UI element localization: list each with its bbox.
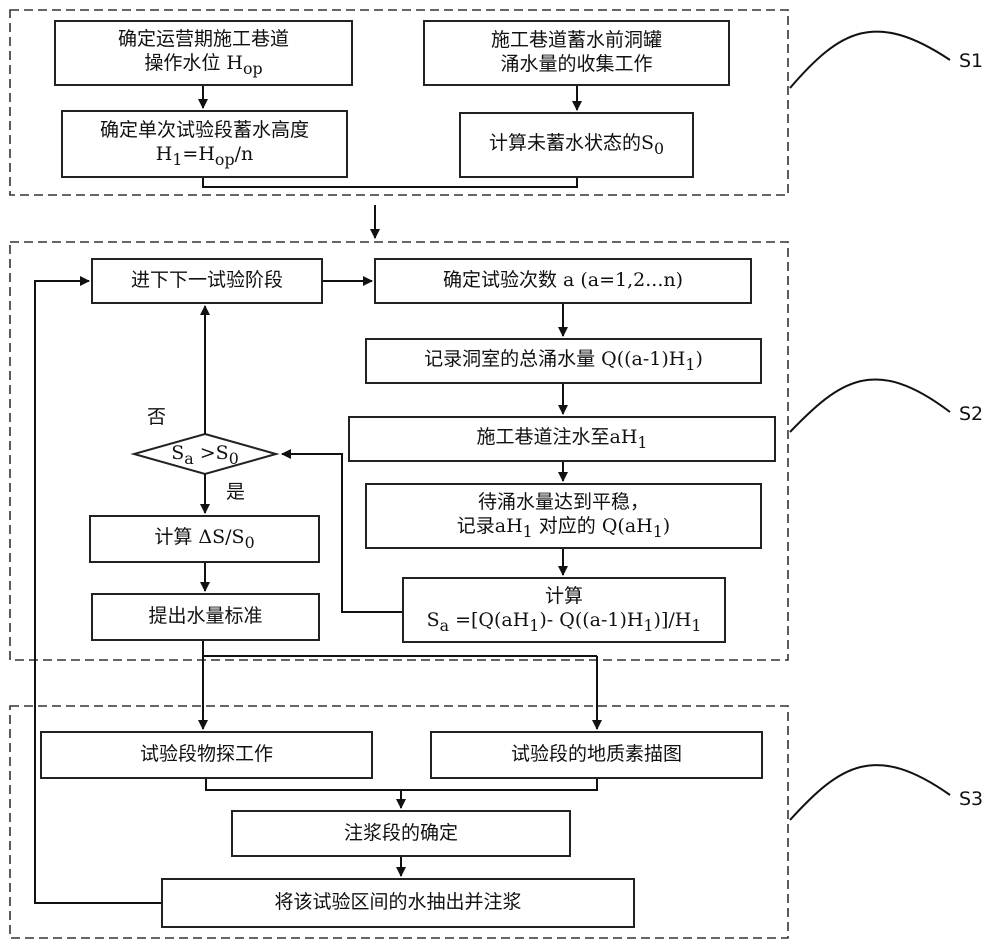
box-text-line: 确定单次试验段蓄水高度	[100, 119, 309, 143]
box-text-line: 提出水量标准	[148, 605, 262, 629]
box-text-line: Sa =[Q(aH1)- Q((a-1)H1)]/H1	[427, 609, 702, 636]
box-single-height: 确定单次试验段蓄水高度H1=Hop/n	[61, 110, 348, 178]
box-text-line: 注浆段的确定	[344, 822, 458, 846]
box-geology: 试验段的地质素描图	[430, 731, 763, 779]
box-text-line: 将该试验区间的水抽出并注浆	[274, 891, 521, 915]
box-text-line: 试验段的地质素描图	[511, 743, 682, 767]
box-calc-delta: 计算 ΔS/S0	[89, 515, 320, 563]
decision-text: Sa >S0	[134, 442, 276, 468]
box-text-line: 操作水位 Hop	[144, 52, 262, 79]
box-wait-stable: 待涌水量达到平稳，记录aH1 对应的 Q(aH1)	[365, 483, 762, 549]
box-geophysics: 试验段物探工作	[40, 731, 373, 779]
box-test-count: 确定试验次数 a (a=1,2...n)	[374, 258, 752, 304]
box-inject-water: 施工巷道注水至aH1	[348, 416, 776, 462]
stage-label-s3: S3	[959, 788, 983, 810]
box-text-line: 待涌水量达到平稳，	[478, 491, 649, 515]
box-next-stage: 进下下一试验阶段	[91, 258, 323, 304]
box-collect-inflow: 施工巷道蓄水前洞罐涌水量的收集工作	[423, 20, 730, 86]
label-no: 否	[147, 402, 166, 429]
box-text-line: 试验段物探工作	[140, 743, 273, 767]
s1-leader-curve	[790, 32, 950, 88]
box-text-line: 确定试验次数 a (a=1,2...n)	[443, 269, 683, 293]
s2-leader-curve	[790, 379, 950, 432]
box-text-line: 记录aH1 对应的 Q(aH1)	[457, 515, 670, 542]
box-text-line: 计算未蓄水状态的S0	[489, 132, 664, 159]
s3-leader-curve	[790, 765, 950, 820]
box-text-line: 确定运营期施工巷道	[118, 28, 289, 52]
stage-label-s2: S2	[959, 403, 983, 425]
s1-merge-line	[203, 178, 577, 187]
box-water-standard: 提出水量标准	[91, 593, 320, 641]
box-text-line: 施工巷道注水至aH1	[477, 426, 648, 453]
s3-merge-line	[206, 779, 597, 790]
box-text-line: 进下下一试验阶段	[131, 269, 283, 293]
box-determine-op-level: 确定运营期施工巷道操作水位 Hop	[54, 20, 353, 86]
box-record-total: 记录洞室的总涌水量 Q((a-1)H1)	[365, 338, 762, 384]
box-calc-sa: 计算Sa =[Q(aH1)- Q((a-1)H1)]/H1	[402, 577, 726, 643]
box-text-line: H1=Hop/n	[156, 143, 253, 170]
box-text-line: 计算	[545, 585, 583, 609]
box-calc-s0: 计算未蓄水状态的S0	[459, 112, 694, 178]
box-pump-grout: 将该试验区间的水抽出并注浆	[161, 878, 635, 928]
box-grout-section: 注浆段的确定	[231, 810, 571, 857]
arrow-loop-back	[35, 281, 161, 903]
box-text-line: 记录洞室的总涌水量 Q((a-1)H1)	[424, 348, 703, 375]
box-text-line: 施工巷道蓄水前洞罐	[491, 29, 662, 53]
box-text-line: 计算 ΔS/S0	[154, 526, 254, 553]
label-yes: 是	[226, 477, 245, 504]
box-text-line: 涌水量的收集工作	[500, 53, 652, 77]
stage-label-s1: S1	[959, 50, 983, 72]
